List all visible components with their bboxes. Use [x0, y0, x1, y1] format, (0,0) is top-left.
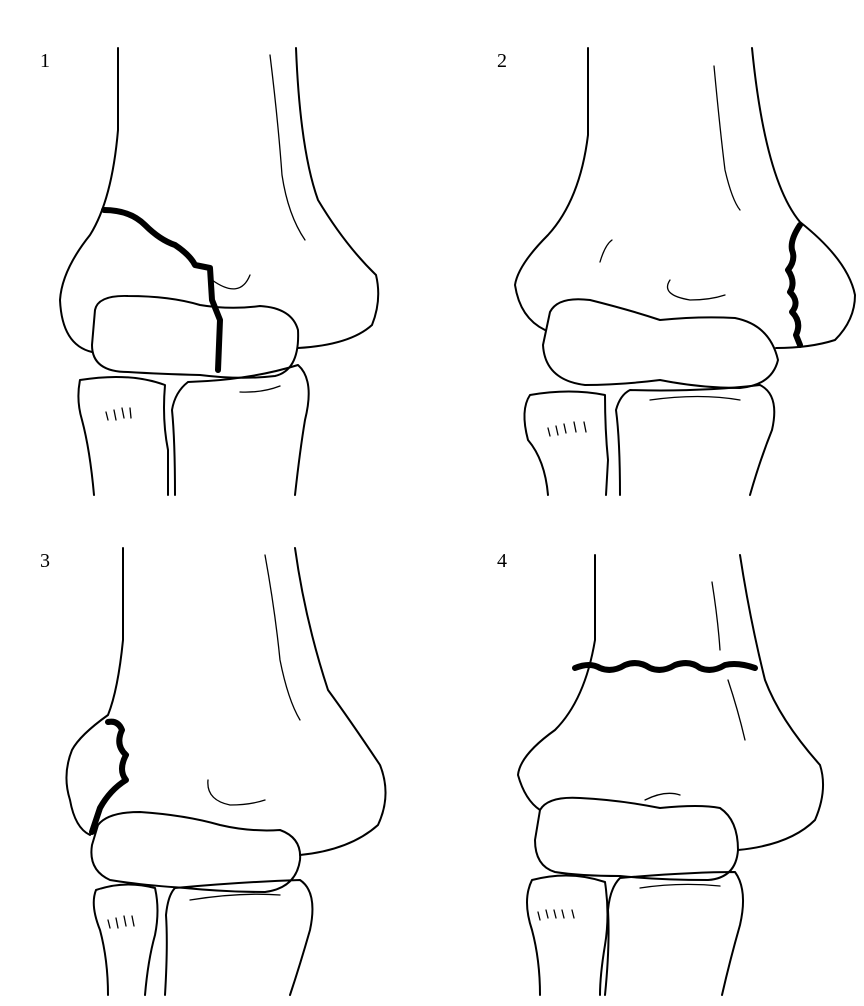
- panel-2-humerus-outline: [514, 47, 856, 349]
- panel-2-condyle-curve-b: [666, 279, 726, 301]
- panel-label-3: 3: [40, 550, 50, 572]
- panel-1-humerus-outline: [59, 47, 380, 353]
- panel-3-ulna: [164, 879, 314, 996]
- panel-2-shaft-line: [713, 65, 741, 211]
- panel-3-hatch: [107, 915, 135, 929]
- panel-4-ulna-line: [639, 883, 721, 889]
- panel-1-ulna-line: [239, 385, 281, 393]
- panel-label-2: 2: [497, 50, 507, 72]
- panel-4-shaft-line-a: [711, 581, 721, 651]
- panel-2-radius: [523, 390, 609, 496]
- panel-2-condyle: [542, 298, 779, 389]
- panel-3-shaft-line: [264, 554, 301, 721]
- panel-1-condyle-curve: [211, 274, 251, 290]
- panel-4-humerus-outline: [517, 554, 825, 851]
- panel-1-drawing: [59, 47, 380, 496]
- panel-3-radius: [92, 883, 159, 996]
- panel-4-condyle-curve: [644, 792, 681, 801]
- panel-4-shaft-line-b: [727, 679, 746, 741]
- panel-1-radius: [77, 375, 169, 496]
- panel-1-ulna: [171, 364, 310, 496]
- panel-4-drawing: [517, 554, 825, 996]
- panel-3-condyle: [90, 811, 302, 893]
- panel-3-fracture-line: [89, 718, 129, 835]
- panel-2-condyle-curve-a: [599, 239, 613, 263]
- panel-4-hatch: [537, 909, 575, 921]
- panel-1-fracture-line: [101, 207, 223, 373]
- panel-4-radius: [526, 874, 609, 996]
- panel-2-drawing: [514, 47, 856, 496]
- panel-2-hatch: [547, 421, 587, 437]
- panel-label-4: 4: [497, 550, 507, 572]
- panel-1-hatch: [105, 407, 132, 421]
- panel-label-1: 1: [40, 50, 50, 72]
- panel-4-ulna: [604, 871, 745, 996]
- panel-2-ulna: [615, 384, 776, 496]
- panel-4-fracture-line: [572, 660, 758, 673]
- panel-2-ulna-line: [649, 395, 741, 401]
- panel-1-shaft-line: [269, 54, 306, 241]
- panel-3-condyle-curve: [207, 779, 266, 806]
- panel-3-ulna-line: [189, 893, 281, 901]
- panel-1-condyle: [91, 294, 300, 379]
- panel-2-fracture-line: [785, 222, 803, 348]
- panel-3-humerus-outline: [65, 547, 387, 856]
- panel-4-condyle: [534, 796, 739, 881]
- panel-3-drawing: [65, 547, 387, 996]
